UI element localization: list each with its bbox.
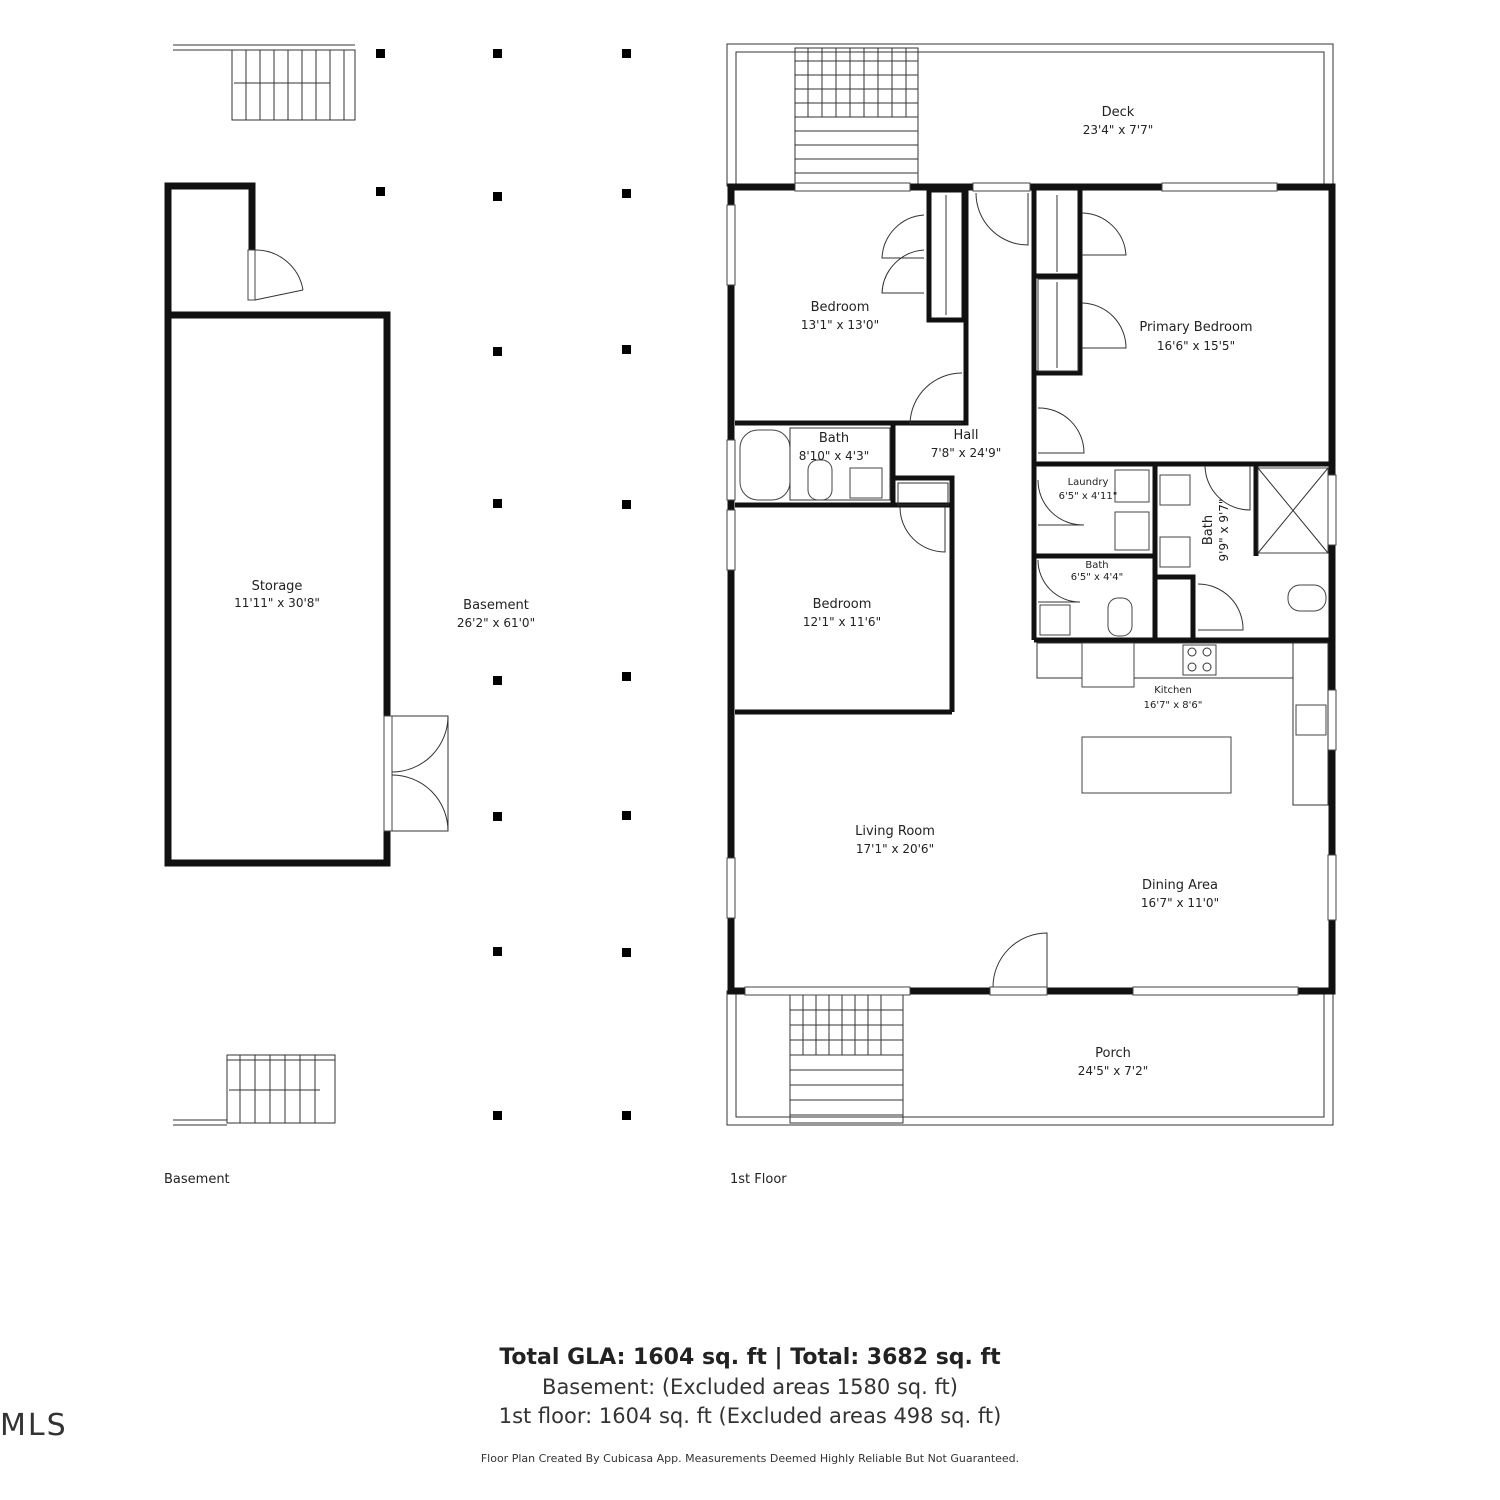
- fixtures: [739, 195, 1329, 806]
- storage-dimensions: 11'11" x 30'8": [234, 596, 320, 610]
- living-room-dimensions: 17'1" x 20'6": [856, 842, 934, 856]
- primary-bedroom-name: Primary Bedroom: [1139, 320, 1252, 335]
- porch-dimensions: 24'5" x 7'2": [1078, 1064, 1149, 1078]
- bedroom-2-name: Bedroom: [813, 597, 872, 612]
- deck-dimensions: 23'4" x 7'7": [1083, 123, 1154, 137]
- mls-logo: MLS: [0, 1408, 68, 1443]
- bedroom-1-dimensions: 13'1" x 13'0": [801, 318, 879, 332]
- hall-name: Hall: [954, 428, 979, 443]
- basement-floor-label: Basement: [164, 1172, 230, 1187]
- interior-walls: [735, 187, 1330, 715]
- basement-area-line: Basement: (Excluded areas 1580 sq. ft): [542, 1375, 958, 1399]
- bath-2-dimensions: 9'9" x 9'7": [1217, 499, 1231, 562]
- porch-name: Porch: [1095, 1046, 1131, 1061]
- basement-name: Basement: [463, 598, 529, 613]
- laundry-dimensions: 6'5" x 4'11": [1059, 491, 1118, 502]
- deck-name: Deck: [1102, 105, 1135, 120]
- first-floor-area-line: 1st floor: 1604 sq. ft (Excluded areas 4…: [498, 1404, 1002, 1428]
- basement-support-posts: [376, 49, 631, 1120]
- kitchen-name: Kitchen: [1154, 685, 1192, 696]
- doors: [881, 192, 1251, 988]
- dining-area-name: Dining Area: [1142, 878, 1218, 893]
- basement-bottom-stairs: [173, 1054, 336, 1126]
- floor-plan-drawing: Storage 11'11" x 30'8" Basement 26'2" x …: [164, 43, 1337, 1187]
- bedroom-2-dimensions: 12'1" x 11'6": [803, 615, 881, 629]
- total-area-line: Total GLA: 1604 sq. ft | Total: 3682 sq.…: [499, 1345, 1001, 1370]
- mls-logo-text: MLS: [0, 1408, 68, 1443]
- storage-name: Storage: [252, 579, 303, 594]
- bath-1-name: Bath: [819, 431, 849, 446]
- dining-area-dimensions: 16'7" x 11'0": [1141, 896, 1219, 910]
- basement-plan: Storage 11'11" x 30'8" Basement 26'2" x …: [164, 44, 631, 1187]
- primary-bedroom-dimensions: 16'6" x 15'5": [1157, 339, 1235, 353]
- basement-top-stairs: [173, 44, 356, 121]
- kitchen-dimensions: 16'7" x 8'6": [1144, 700, 1203, 711]
- credit-note: Floor Plan Created By Cubicasa App. Meas…: [480, 1452, 1020, 1465]
- bath-1-dimensions: 8'10" x 4'3": [799, 449, 870, 463]
- deck-stairs: [794, 47, 919, 187]
- bath-2-name: Bath: [1201, 515, 1216, 545]
- bath-3-name: Bath: [1085, 560, 1108, 571]
- storage-walls: [164, 182, 449, 867]
- first-floor-label: 1st Floor: [730, 1172, 787, 1187]
- area-summary: Total GLA: 1604 sq. ft | Total: 3682 sq.…: [0, 1343, 1500, 1431]
- room-labels: Deck 23'4" x 7'7" Bedroom 13'1" x 13'0" …: [799, 105, 1253, 1078]
- first-floor-plan: 1st Floor: [726, 43, 1337, 1187]
- bedroom-1-name: Bedroom: [811, 300, 870, 315]
- hall-dimensions: 7'8" x 24'9": [931, 446, 1002, 460]
- porch-stairs: [789, 994, 904, 1124]
- bath-3-dimensions: 6'5" x 4'4": [1071, 572, 1123, 583]
- laundry-name: Laundry: [1068, 477, 1109, 488]
- living-room-name: Living Room: [855, 824, 935, 839]
- basement-dimensions: 26'2" x 61'0": [457, 616, 535, 630]
